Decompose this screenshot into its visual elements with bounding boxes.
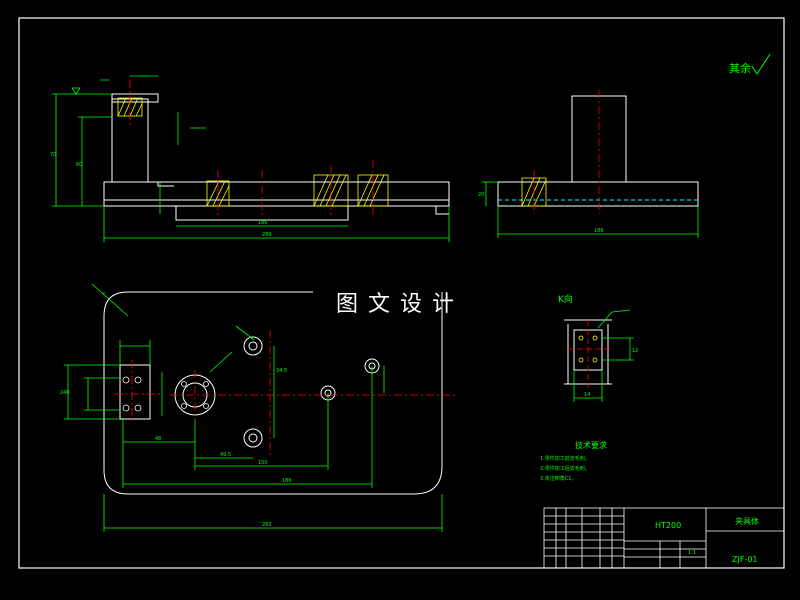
dim-front-total: 289 <box>262 232 272 238</box>
dim-plan-width: 240 <box>60 390 70 396</box>
dim-front-inner: 186 <box>258 220 268 226</box>
dim-plan-a: 49.5 <box>220 452 231 458</box>
front-hatch <box>117 97 389 207</box>
plan-view <box>103 291 443 495</box>
dim-k-width: 14 <box>584 392 590 398</box>
dim-plan-length: 282 <box>262 522 272 528</box>
title-material: HT200 <box>655 521 681 530</box>
roughness-note: 其余 <box>729 61 751 75</box>
dim-plan-b: 186 <box>282 478 292 484</box>
plan-center-lines <box>115 330 455 455</box>
dim-plan-c: 48 <box>155 436 161 442</box>
dim-side-length: 186 <box>594 228 604 234</box>
plan-dimensions <box>64 283 443 532</box>
watermark: 图文设计 <box>336 292 465 317</box>
plan-small-holes <box>122 376 209 412</box>
front-dimensions <box>52 75 450 242</box>
tech-req-item-3: 3.未注倒角C1。 <box>540 475 576 482</box>
dim-side-height-1: 70 <box>50 152 56 158</box>
k-view-label: K向 <box>558 293 573 305</box>
side-center-lines <box>533 90 600 214</box>
drawing-text: 其余 K向 技术要求 1.零件加工前去毛刺。 2.零件加工后去毛刺。 3.未注倒… <box>50 61 759 564</box>
dim-base-thickness: 20 <box>478 192 484 198</box>
side-dimensions <box>482 181 699 238</box>
dim-k-height: 12 <box>632 348 638 354</box>
roughness-symbol <box>751 53 771 75</box>
dim-plan-e: 34.5 <box>276 368 287 374</box>
front-view <box>103 93 450 221</box>
title-name: 夹具体 <box>735 516 759 526</box>
k-view-dims <box>573 309 634 402</box>
dim-side-height-2: 60 <box>76 162 82 168</box>
title-drawing-no: ZJF-01 <box>732 555 758 564</box>
dim-plan-d: 150 <box>258 460 268 466</box>
front-center-lines <box>129 80 374 215</box>
k-view-center <box>568 320 612 388</box>
title-block <box>543 507 785 569</box>
side-view <box>497 95 699 207</box>
title-scale: 1:1 <box>688 550 696 556</box>
tech-req-title: 技术要求 <box>575 440 607 450</box>
outer-border <box>18 17 785 569</box>
tech-req-item-1: 1.零件加工前去毛刺。 <box>540 455 590 462</box>
tech-req-item-2: 2.零件加工后去毛刺。 <box>540 465 590 472</box>
k-view-details <box>578 335 598 363</box>
